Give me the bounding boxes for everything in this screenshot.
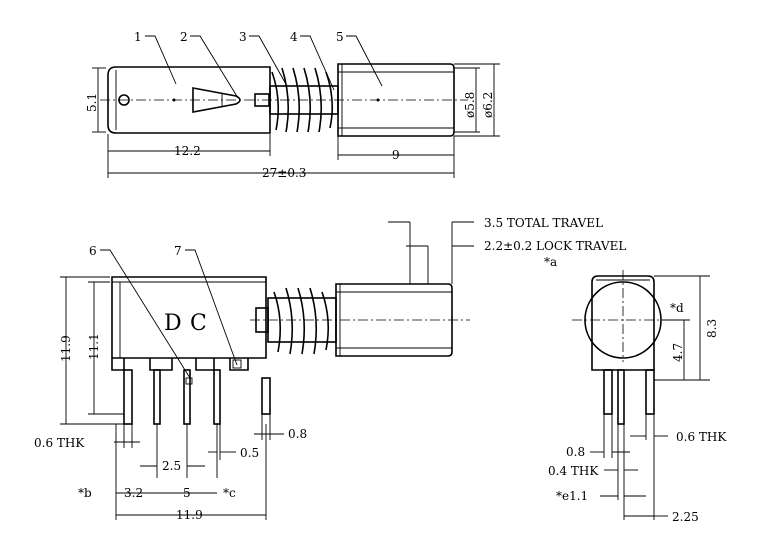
dim-height-outer: 11.9 (59, 335, 73, 362)
body-marking-c: C (190, 311, 207, 336)
part-label-1: 1 (134, 30, 142, 44)
dim-8-3: 8.3 (705, 319, 719, 338)
dim-4-7: 4.7 (671, 343, 685, 362)
note-d: *d (670, 301, 684, 315)
dim-c-val: 5 (183, 486, 191, 500)
dim-2-25: 2.25 (672, 510, 699, 524)
dim-pin-w: 0.8 (288, 427, 307, 441)
dim-pitch-a: 2.5 (162, 459, 181, 473)
dim-base-w: 11.9 (176, 508, 203, 522)
dim-1-1: *e1.1 (556, 489, 588, 503)
dim-width: 5.1 (85, 93, 99, 112)
part-label-6: 6 (89, 244, 97, 258)
lock-travel: 2.2±0.2 LOCK TRAVEL (484, 239, 626, 253)
part-label-4: 4 (290, 30, 298, 44)
spring-coils (271, 67, 334, 133)
note-a: *a (544, 255, 557, 269)
dim-body-len: 12.2 (174, 144, 201, 158)
total-travel: 3.5 TOTAL TRAVEL (484, 216, 603, 230)
dim-b-val: 3.2 (124, 486, 143, 500)
note-c: *c (223, 486, 236, 500)
dim-cap-dia-b: ø6.2 (481, 92, 495, 118)
side-view: D C 6 7 3.5 TOTAL TRAVEL 2.2±0.2 LOCK TR… (34, 216, 626, 522)
dim-total-len: 27±0.3 (262, 166, 306, 180)
dim-pin-thk: 0.6 THK (34, 436, 85, 450)
part-label-3: 3 (239, 30, 247, 44)
part-label-7: 7 (174, 244, 182, 258)
dim-cap-len: 9 (392, 148, 400, 162)
part-label-2: 2 (180, 30, 188, 44)
dim-0-8: 0.8 (566, 445, 585, 459)
end-view: *d 4.7 8.3 0.8 0.6 THK 0.4 THK *e1.1 2.2… (548, 270, 727, 524)
top-view: 1 2 3 4 5 5.1 ø5.8 ø6.2 12.2 9 27±0.3 (85, 30, 500, 180)
dim-cap-dia-a: ø5.8 (463, 92, 477, 118)
dim-0-4: 0.4 THK (548, 464, 599, 478)
body-marking-d: D (164, 311, 182, 336)
note-b: *b (78, 486, 92, 500)
dim-height-inner: 11.1 (87, 333, 101, 360)
part-label-5: 5 (336, 30, 344, 44)
dim-pitch-b: 0.5 (240, 446, 259, 460)
dim-0-6: 0.6 THK (676, 430, 727, 444)
